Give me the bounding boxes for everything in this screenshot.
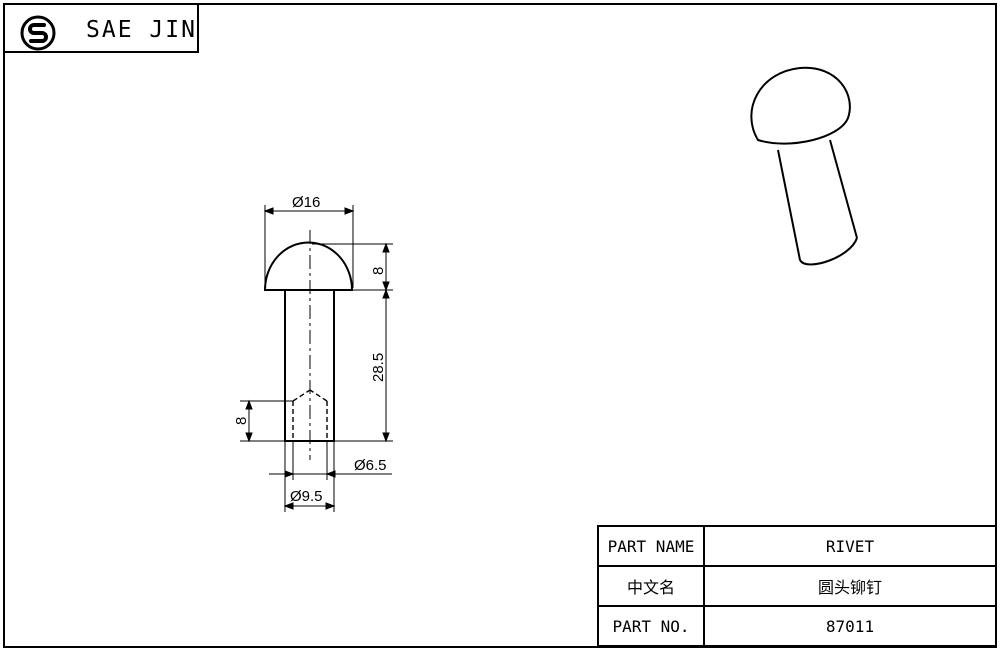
dim-shank-diameter-label: Ø9.5 bbox=[290, 488, 323, 505]
rivet-head bbox=[263, 241, 354, 291]
dim-head-diameter-label: Ø16 bbox=[292, 194, 320, 211]
dim-bore-depth bbox=[240, 399, 293, 443]
part-name-value: RIVET bbox=[703, 525, 997, 567]
part-no-value: 87011 bbox=[703, 605, 997, 647]
title-block: PART NAME RIVET 中文名 圆头铆钉 PART NO. 87011 bbox=[597, 525, 997, 647]
dim-shank-length bbox=[334, 288, 393, 443]
hidden-bore bbox=[292, 389, 328, 441]
dim-bore-diameter bbox=[269, 441, 392, 480]
dim-head-height-label: 8 bbox=[370, 267, 387, 275]
drawing-frame bbox=[3, 3, 997, 648]
dim-shank-diameter bbox=[283, 441, 336, 512]
chinese-name-value: 圆头铆钉 bbox=[703, 565, 997, 607]
dim-head-diameter bbox=[263, 205, 355, 288]
title-row-chinese-name: 中文名 圆头铆钉 bbox=[597, 565, 997, 607]
title-row-part-name: PART NAME RIVET bbox=[597, 525, 997, 567]
chinese-name-label: 中文名 bbox=[597, 565, 705, 607]
dim-shank-length-label: 28.5 bbox=[370, 353, 387, 382]
rivet-3d-view bbox=[750, 66, 858, 266]
dim-bore-depth-label: 8 bbox=[233, 417, 250, 425]
company-name: SAE JIN bbox=[86, 17, 197, 43]
dim-bore-diameter-label: Ø6.5 bbox=[354, 457, 387, 474]
title-row-part-no: PART NO. 87011 bbox=[597, 605, 997, 647]
logo-box: SAE JIN bbox=[3, 3, 199, 53]
part-no-label: PART NO. bbox=[597, 605, 705, 647]
part-name-label: PART NAME bbox=[597, 525, 705, 567]
logo-ss-icon bbox=[20, 15, 56, 51]
